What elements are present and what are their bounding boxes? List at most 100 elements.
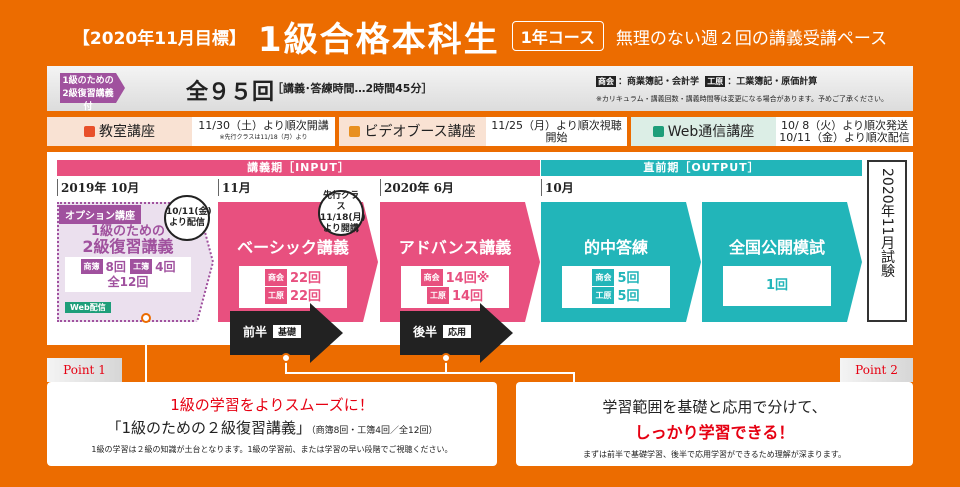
classroom-icon xyxy=(84,126,95,137)
month-label: 10月 xyxy=(541,179,574,196)
kogen-badge: 工原 xyxy=(426,287,449,304)
method-videobooth[interactable]: ビデオブース講座 xyxy=(339,117,486,146)
point-heading: 学習範囲を基礎と応用で分けて、 xyxy=(602,398,827,416)
badge-text: 先行クラス xyxy=(322,191,359,212)
lecture-name: 全国公開模試 xyxy=(728,238,825,257)
method-label: ビデオブース講座 xyxy=(364,123,476,140)
output-bar: 直前期［OUTPUT］ xyxy=(541,160,862,176)
kogen-badge: 工原 xyxy=(592,287,615,304)
video-icon xyxy=(349,126,361,137)
footnote: ※商会14回のうち２回は応用講義演習です。 xyxy=(771,337,912,345)
option-title-line: 1級のための xyxy=(90,224,166,239)
kogen-badge: 工原 xyxy=(705,76,726,87)
kobo-badge: 工簿 xyxy=(130,259,153,274)
point1-label: Point 1 xyxy=(47,358,122,382)
count: 5回 xyxy=(617,289,640,304)
date-text: 10/ 8（火）より順次発送 xyxy=(781,118,908,132)
point-heading: しっかり学習できる！ xyxy=(634,423,795,442)
method-label: Web通信講座 xyxy=(667,123,755,140)
half-text: 前半 xyxy=(243,325,268,339)
count: 14回※ xyxy=(445,271,490,286)
method-label: 教室講座 xyxy=(99,123,155,140)
badge-text: より開講 xyxy=(323,224,359,234)
connector-line xyxy=(285,358,287,373)
count: 22回 xyxy=(289,289,322,304)
half-tag: 基礎 xyxy=(273,325,302,338)
count: 8回 xyxy=(105,260,126,274)
shobo-badge: 商簿 xyxy=(80,259,103,274)
connector-line xyxy=(445,358,447,373)
badge-text: より配信 xyxy=(169,218,205,228)
badge-text: 10/11(金) xyxy=(166,207,212,217)
method-web[interactable]: Web通信講座 xyxy=(631,117,776,146)
lecture-name: 的中答練 xyxy=(583,238,648,257)
lecture-name: ベーシック講義 xyxy=(237,238,349,257)
header: 【2020年11月目標】 1級合格本科生 1年コース 無理のない週２回の講義受講… xyxy=(0,14,960,60)
point2-box: 学習範囲を基礎と応用で分けて、 しっかり学習できる！ まずは前半で基礎学習、後半… xyxy=(516,382,913,466)
summary-band xyxy=(47,66,913,111)
count: 5回 xyxy=(617,271,640,286)
option-total: 全12回 xyxy=(107,275,149,289)
month-label: 2019年 10月 xyxy=(57,179,139,196)
badge-text: 11/18(月) xyxy=(320,213,366,223)
date-sub: ※先行クラスは11/18（月）より xyxy=(219,133,308,141)
connector-dot xyxy=(441,353,451,363)
connector-dot xyxy=(281,353,291,363)
point-body: まずは前半で基礎学習、後半で応用学習ができるため理解が深まります。 xyxy=(582,450,847,459)
month-label: 11月 xyxy=(218,179,251,196)
connector-line xyxy=(573,372,575,382)
legend-text: ：商業簿記・会計学 xyxy=(618,77,700,87)
tag-line: 1級のための xyxy=(62,76,114,86)
option-start-badge: 10/11(金)より配信 xyxy=(164,195,212,241)
connector-line xyxy=(285,372,575,374)
web-icon xyxy=(652,126,664,137)
first-half-label: 前半基礎 xyxy=(225,323,302,340)
legend: 商会：商業簿記・会計学 工原：工業簿記・原価計算 xyxy=(596,74,817,87)
curriculum-note: ※カリキュラム・講義回数・講義時間等は変更になる場合があります。予めご了承くださ… xyxy=(596,95,888,103)
option-tag: オプション講座 xyxy=(59,205,141,224)
date-text: 10/11（金）より順次配信 xyxy=(779,130,910,144)
lecture-name: アドバンス講義 xyxy=(398,238,512,257)
shokai-badge: 商会 xyxy=(264,269,287,286)
date-text: 11/25（月）より順次視聴開始 xyxy=(491,118,622,144)
tag-arrow xyxy=(116,73,125,103)
count: 22回 xyxy=(289,271,322,286)
kogen-badge: 工原 xyxy=(264,287,287,304)
method-classroom[interactable]: 教室講座 xyxy=(47,117,192,146)
second-half-label: 後半応用 xyxy=(395,323,472,340)
point-sub-small: （商簿8回・工簿4回／全12回） xyxy=(311,426,438,436)
connector-dot xyxy=(141,313,151,323)
input-bar: 講義期［INPUT］ xyxy=(57,160,540,176)
mock-exam: 全国公開模試 1回 xyxy=(702,202,852,322)
method-date: 11/30（土）より順次開講※先行クラスは11/18（月）より xyxy=(192,117,335,146)
web-badge: Web配信 xyxy=(65,302,111,313)
point-heading: 1級の学習をよりスムーズに！ xyxy=(170,396,374,414)
shokai-badge: 商会 xyxy=(592,269,615,286)
total-count: 全９５回 xyxy=(186,80,275,105)
option-title-line: 2級復習講義 xyxy=(82,237,174,256)
date-text: 11/30（土）より順次開講 xyxy=(198,118,329,132)
tag-line: 2級復習講義付 xyxy=(62,89,114,112)
count: 1回 xyxy=(723,266,831,306)
shokai-badge: 商会 xyxy=(420,269,443,286)
half-text: 後半 xyxy=(413,325,438,339)
point1-box: 1級の学習をよりスムーズに！ 「1級のための２級復習講義」（商簿8回・工簿4回／… xyxy=(47,382,497,466)
point2-label: Point 2 xyxy=(840,358,913,382)
pace-text: 無理のない週２回の講義受講ペース xyxy=(615,28,888,49)
point-sub: 「1級のための２級復習講義」 xyxy=(106,419,312,437)
count: 4回 xyxy=(155,260,176,274)
connector-line xyxy=(145,318,147,382)
page-title: 1級合格本科生 xyxy=(257,19,500,60)
review-tag: 1級のための 2級復習講義付 xyxy=(60,73,116,112)
goal-label: 【2020年11月目標】 xyxy=(72,28,246,49)
point-body: 1級の学習は２級の知識が土台となります。1級の学習前、または学習の早い段階でご視… xyxy=(91,445,453,454)
course-badge: 1年コース xyxy=(511,21,604,51)
half-tag: 応用 xyxy=(443,325,472,338)
lecture-time: ［講義･答練時間…2時間45分］ xyxy=(272,82,433,95)
